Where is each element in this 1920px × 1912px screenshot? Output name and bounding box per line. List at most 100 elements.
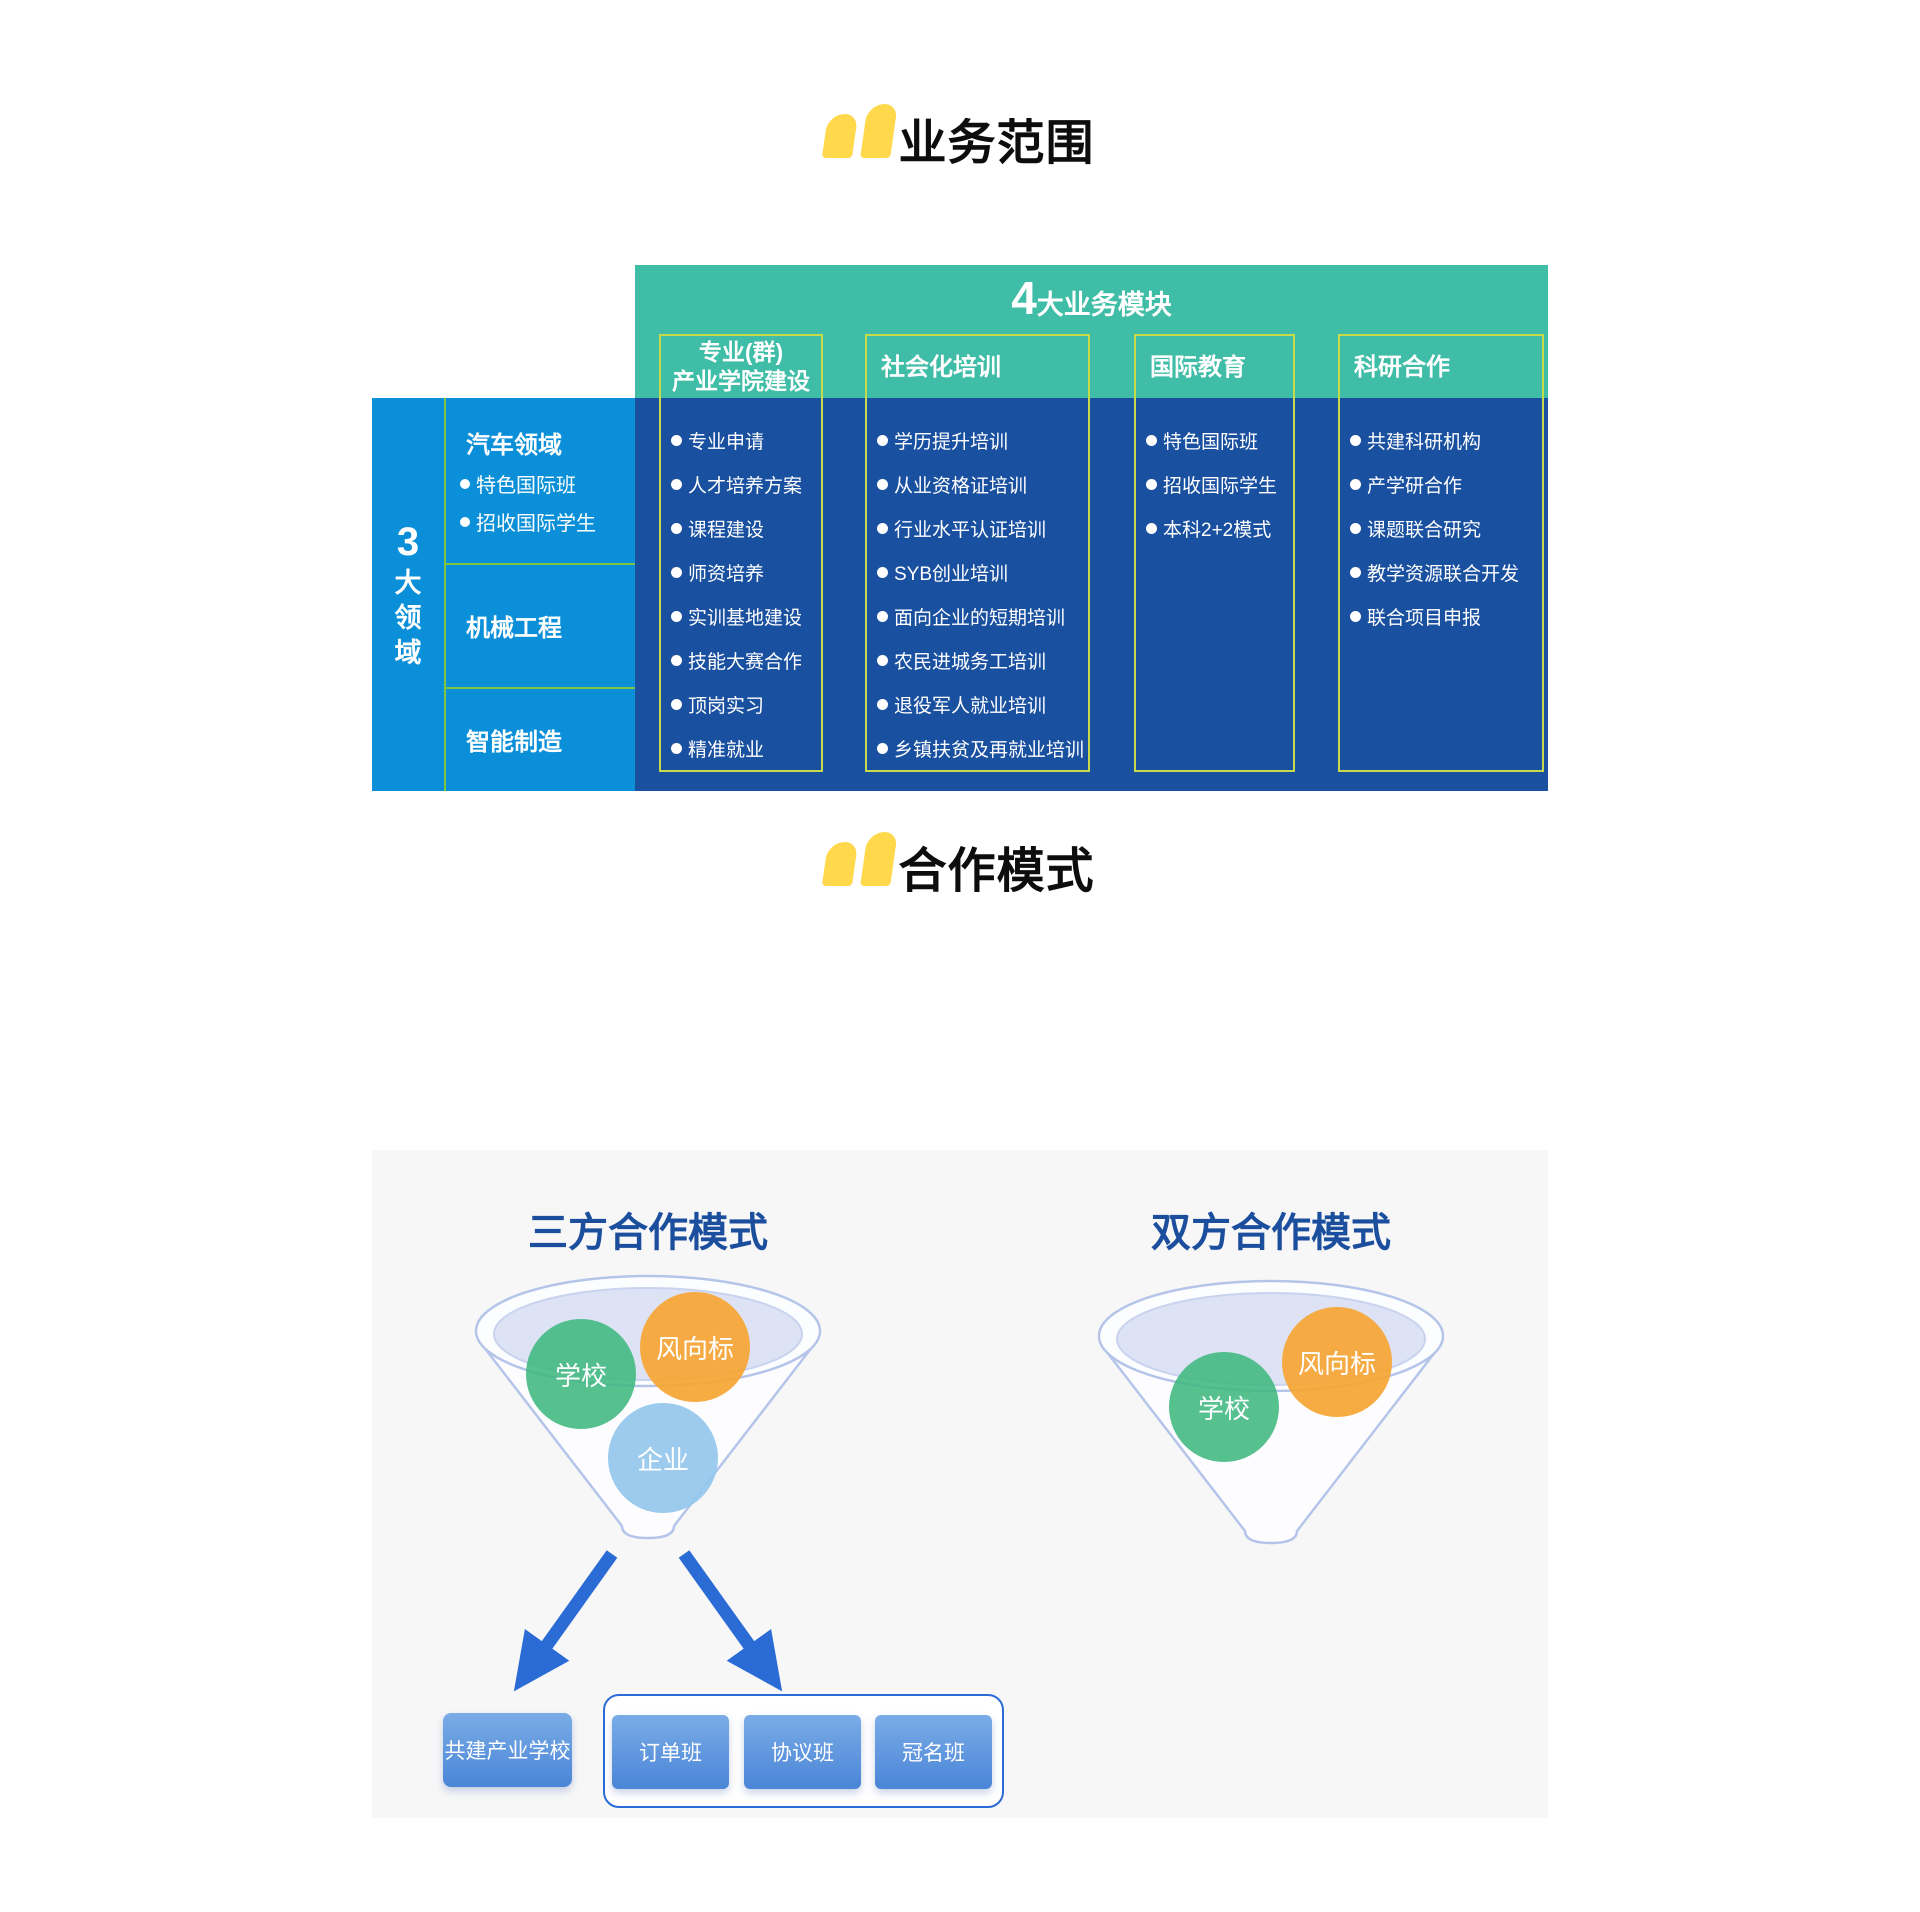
- module-item: 顶岗实习: [671, 682, 821, 726]
- module-item: 行业水平认证培训: [877, 506, 1088, 550]
- domain-bullet-label: 招收国际学生: [476, 513, 596, 535]
- bullet-dot-icon: [671, 566, 682, 578]
- bullet-dot-icon: [460, 478, 470, 489]
- module-item-label: 学历提升培训: [894, 431, 1009, 453]
- section-header-business: 业务范围: [0, 90, 1920, 168]
- tripartite-circle-1: 学校: [526, 1319, 636, 1429]
- bullet-dot-icon: [671, 610, 682, 622]
- module-item-label: 课程建设: [688, 519, 765, 541]
- domain-row: 机械工程: [446, 563, 635, 687]
- domains-separator: [446, 687, 635, 689]
- module-item: 教学资源联合开发: [1350, 550, 1542, 594]
- class-box: 协议班: [744, 1715, 861, 1789]
- bullet-dot-icon: [671, 478, 682, 490]
- module-column-header-line: 科研合作: [1354, 353, 1450, 381]
- module-item-label: 产学研合作: [1367, 475, 1463, 497]
- modules-header: 4大业务模块: [635, 271, 1548, 325]
- module-item-label: 面向企业的短期培训: [894, 607, 1066, 629]
- modules-header-band: [635, 265, 1548, 398]
- module-item-label: 农民进城务工培训: [894, 651, 1047, 673]
- module-column-header: 科研合作: [1340, 336, 1542, 398]
- module-item-label: 本科2+2模式: [1163, 519, 1272, 541]
- domains-separator: [446, 563, 635, 565]
- cooperation-title: 合作模式: [898, 845, 1095, 898]
- module-item: SYB创业培训: [877, 550, 1088, 594]
- module-item: 退役军人就业培训: [877, 682, 1088, 726]
- module-item-label: 课题联合研究: [1367, 519, 1482, 541]
- bullet-dot-icon: [877, 566, 888, 578]
- module-column: 专业(群)产业学院建设专业申请人才培养方案课程建设师资培养实训基地建设技能大赛合…: [659, 334, 823, 772]
- bullet-dot-icon: [460, 516, 470, 527]
- bullet-dot-icon: [877, 522, 888, 534]
- module-item: 联合项目申报: [1350, 594, 1542, 638]
- module-item-label: 乡镇扶贫及再就业培训: [894, 739, 1085, 761]
- quote-mark-icon: [860, 104, 899, 158]
- module-item: 共建科研机构: [1350, 418, 1542, 462]
- joint-industry-school-box: 共建产业学校: [443, 1713, 572, 1787]
- module-item: 农民进城务工培训: [877, 638, 1088, 682]
- module-item-label: 退役军人就业培训: [894, 695, 1047, 717]
- bullet-dot-icon: [1146, 434, 1157, 446]
- bullet-dot-icon: [671, 654, 682, 666]
- module-item-label: SYB创业培训: [894, 563, 1009, 585]
- module-column-header-line: 国际教育: [1150, 353, 1246, 381]
- module-column-header: 国际教育: [1136, 336, 1293, 398]
- tripartite-circle-3: 企业: [608, 1403, 718, 1513]
- module-column: 社会化培训学历提升培训从业资格证培训行业水平认证培训 SYB创业培训面向企业的短期…: [865, 334, 1090, 772]
- bullet-dot-icon: [671, 434, 682, 446]
- business-scope-title: 业务范围: [898, 117, 1095, 170]
- module-item-label: 特色国际班: [1163, 431, 1259, 453]
- module-column: 国际教育特色国际班招收国际学生本科2+2模式: [1134, 334, 1295, 772]
- bullet-dot-icon: [877, 742, 888, 754]
- module-item: 师资培养: [671, 550, 821, 594]
- module-item-label: 人才培养方案: [688, 475, 803, 497]
- module-column-items: 特色国际班招收国际学生本科2+2模式: [1136, 398, 1293, 550]
- tripartite-circle-2: 风向标: [640, 1292, 750, 1402]
- funnel-output-arrows-icon: [513, 1550, 783, 1692]
- module-item: 乡镇扶贫及再就业培训: [877, 726, 1088, 770]
- module-item-label: 教学资源联合开发: [1367, 563, 1520, 585]
- module-column-header: 专业(群)产业学院建设: [661, 336, 821, 398]
- module-column-header-line: 社会化培训: [881, 353, 1001, 381]
- module-item: 课题联合研究: [1350, 506, 1542, 550]
- quote-icon: [822, 104, 899, 158]
- module-item-label: 共建科研机构: [1367, 431, 1482, 453]
- module-item: 产学研合作: [1350, 462, 1542, 506]
- domains-panel: [372, 398, 635, 791]
- modules-label: 大业务模块: [1036, 290, 1172, 320]
- bullet-dot-icon: [1350, 566, 1361, 578]
- bullet-dot-icon: [1350, 478, 1361, 490]
- table-body-background: [635, 398, 1548, 791]
- module-column: 科研合作共建科研机构产学研合作课题联合研究教学资源联合开发联合项目申报: [1338, 334, 1544, 772]
- module-item: 精准就业: [671, 726, 821, 770]
- module-item: 从业资格证培训: [877, 462, 1088, 506]
- module-column-header-line: 产业学院建设: [672, 368, 810, 394]
- domain-bullet-label: 特色国际班: [476, 475, 576, 497]
- quote-mark-icon: [822, 842, 859, 886]
- quote-mark-icon: [860, 832, 899, 886]
- domain-name: 机械工程: [466, 614, 562, 642]
- tripartite-model-title: 三方合作模式: [528, 1211, 768, 1255]
- bullet-dot-icon: [877, 610, 888, 622]
- module-item: 特色国际班: [1146, 418, 1293, 462]
- module-item: 本科2+2模式: [1146, 506, 1293, 550]
- quote-mark-icon: [822, 114, 859, 158]
- module-item: 实训基地建设: [671, 594, 821, 638]
- domain-row: 智能制造: [446, 687, 635, 791]
- domains-label-char: 大: [394, 568, 422, 598]
- module-column-items: 学历提升培训从业资格证培训行业水平认证培训 SYB创业培训面向企业的短期培训农民进…: [867, 398, 1088, 770]
- module-item-label: 实训基地建设: [688, 607, 803, 629]
- bullet-dot-icon: [877, 654, 888, 666]
- class-box: 冠名班: [875, 1715, 992, 1789]
- module-item-label: 顶岗实习: [688, 695, 765, 717]
- module-item-label: 招收国际学生: [1163, 475, 1278, 497]
- section-header-cooperation: 合作模式: [0, 818, 1920, 896]
- module-item-label: 技能大赛合作: [688, 651, 803, 673]
- domains-label-char: 领: [394, 603, 422, 633]
- module-item-label: 从业资格证培训: [894, 475, 1028, 497]
- module-column-header: 社会化培训: [867, 336, 1088, 398]
- module-column-items: 共建科研机构产学研合作课题联合研究教学资源联合开发联合项目申报: [1340, 398, 1542, 638]
- bullet-dot-icon: [877, 698, 888, 710]
- module-item: 招收国际学生: [1146, 462, 1293, 506]
